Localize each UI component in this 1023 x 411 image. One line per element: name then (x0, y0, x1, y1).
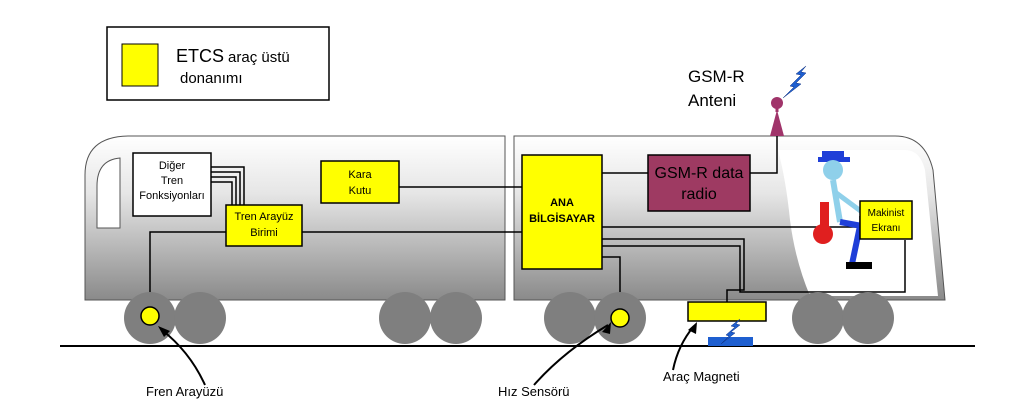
balise-signal-icon (720, 318, 741, 345)
hiz-sensoru-label: Hız Sensörü (498, 384, 570, 399)
svg-text:Diğer: Diğer (159, 160, 186, 172)
balise-track-icon (708, 337, 753, 346)
wheel (379, 292, 431, 344)
wheel (792, 292, 844, 344)
svg-text:Fonksiyonları: Fonksiyonları (139, 190, 204, 202)
svg-text:Birimi: Birimi (250, 227, 278, 239)
wheel (842, 292, 894, 344)
antenna-label-line2: Anteni (688, 91, 736, 110)
svg-text:Tren: Tren (161, 175, 183, 187)
svg-text:BİLGİSAYAR: BİLGİSAYAR (529, 212, 595, 225)
box-kara-kutu: Kara Kutu (320, 160, 400, 204)
gsmr-antenna (770, 97, 784, 136)
fren-arayuzu-label: Fren Arayüzü (146, 384, 223, 399)
svg-text:GSM-R data: GSM-R data (655, 165, 744, 182)
box-tren-arayuz-birimi: Tren Arayüz Birimi (225, 204, 303, 247)
svg-text:Kara: Kara (348, 169, 372, 181)
left-car-window (96, 157, 121, 229)
legend-swatch (121, 43, 159, 87)
legend-etcs: ETCS (176, 46, 224, 66)
antenna-signal-icon (782, 65, 807, 99)
box-makinist-ekrani: Makinist Ekranı (859, 200, 913, 240)
driver-figure-icon (813, 151, 872, 269)
box-ana-bilgisayar: ANA BİLGİSAYAR (521, 154, 603, 270)
arac-magneti-label: Araç Magneti (663, 369, 740, 384)
svg-text:ANA: ANA (550, 197, 574, 209)
svg-text:Ekranı: Ekranı (872, 223, 901, 234)
wheel (544, 292, 596, 344)
wheels (124, 292, 894, 344)
svg-text:Makinist: Makinist (868, 208, 905, 219)
svg-text:Tren Arayüz: Tren Arayüz (235, 211, 294, 223)
fren-sensor-dot (140, 306, 160, 326)
box-diger-tren-fonksiyonlari: Diğer Tren Fonksiyonları (132, 152, 212, 217)
svg-text:radio: radio (681, 186, 717, 203)
wheel (430, 292, 482, 344)
arac-magneti-box (687, 301, 767, 322)
legend-donanimi: donanımı (180, 70, 243, 87)
antenna-label-line1: GSM-R (688, 67, 745, 86)
wheel (174, 292, 226, 344)
hiz-sensor-dot (610, 308, 630, 328)
box-gsmr-data-radio: GSM-R data radio (647, 154, 751, 212)
svg-text:Kutu: Kutu (349, 185, 372, 197)
legend-arac-ustu: araç üstü (228, 49, 290, 66)
